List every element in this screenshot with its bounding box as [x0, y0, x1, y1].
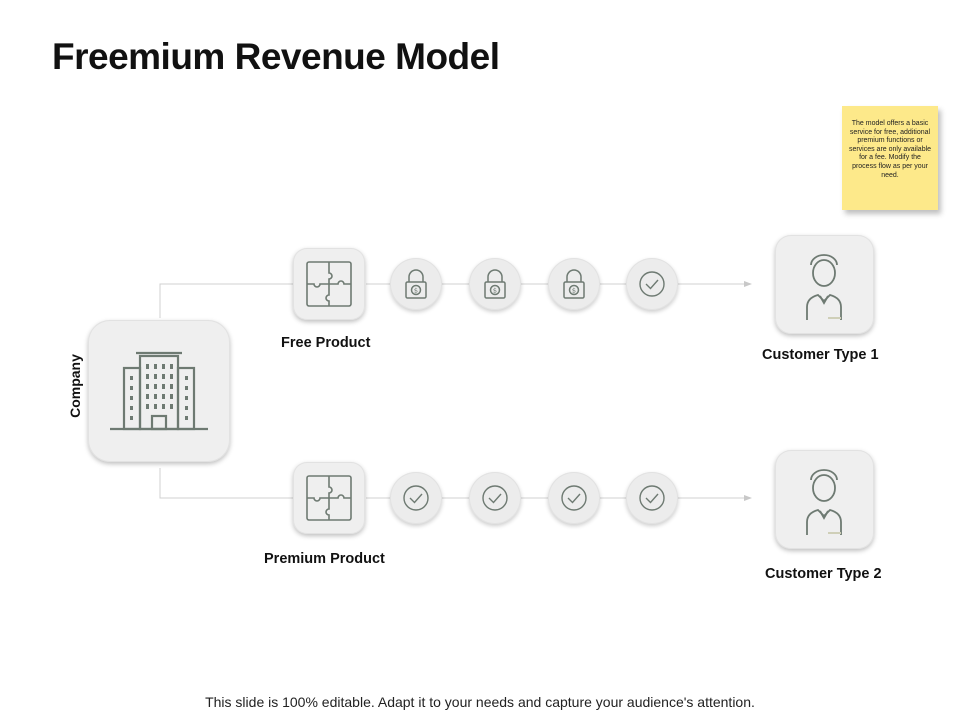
flow-step — [469, 472, 521, 524]
svg-text:$: $ — [572, 286, 576, 294]
flow-step — [548, 472, 600, 524]
connector-top-left — [159, 283, 293, 318]
check-icon — [561, 485, 587, 511]
company-label: Company — [67, 354, 83, 418]
premium-product-label: Premium Product — [264, 551, 385, 567]
customer-1-tile — [775, 235, 874, 334]
flow-step: $ — [390, 258, 442, 310]
company-tile — [88, 320, 230, 462]
building-icon — [110, 351, 208, 431]
puzzle-icon — [306, 261, 352, 307]
customer-type-2-label: Customer Type 2 — [765, 566, 882, 582]
arrow-head-top — [744, 281, 752, 287]
check-icon — [403, 485, 429, 511]
customer-2-tile — [775, 450, 874, 549]
flow-step — [626, 472, 678, 524]
person-icon — [806, 469, 842, 535]
flow-step — [626, 258, 678, 310]
flow-step — [390, 472, 442, 524]
footer-text: This slide is 100% editable. Adapt it to… — [205, 694, 755, 710]
check-icon — [639, 485, 665, 511]
free-product-label: Free Product — [281, 335, 371, 351]
lock-icon: $ — [405, 269, 427, 299]
puzzle-icon — [306, 475, 352, 521]
check-icon — [639, 271, 665, 297]
customer-type-1-label: Customer Type 1 — [762, 347, 879, 363]
flow-step: $ — [548, 258, 600, 310]
check-icon — [482, 485, 508, 511]
flow-step: $ — [469, 258, 521, 310]
page-title: Freemium Revenue Model — [52, 36, 500, 77]
free-product-tile — [293, 248, 365, 320]
sticky-note: The model offers a basic service for fre… — [842, 106, 938, 210]
lock-icon: $ — [563, 269, 585, 299]
arrow-head-bottom — [744, 495, 752, 501]
svg-text:$: $ — [414, 286, 418, 294]
lock-icon: $ — [484, 269, 506, 299]
connector-bottom-left — [159, 468, 293, 499]
premium-product-tile — [293, 462, 365, 534]
svg-text:$: $ — [493, 286, 497, 294]
sticky-note-text: The model offers a basic service for fre… — [848, 120, 932, 179]
person-icon — [806, 254, 842, 320]
